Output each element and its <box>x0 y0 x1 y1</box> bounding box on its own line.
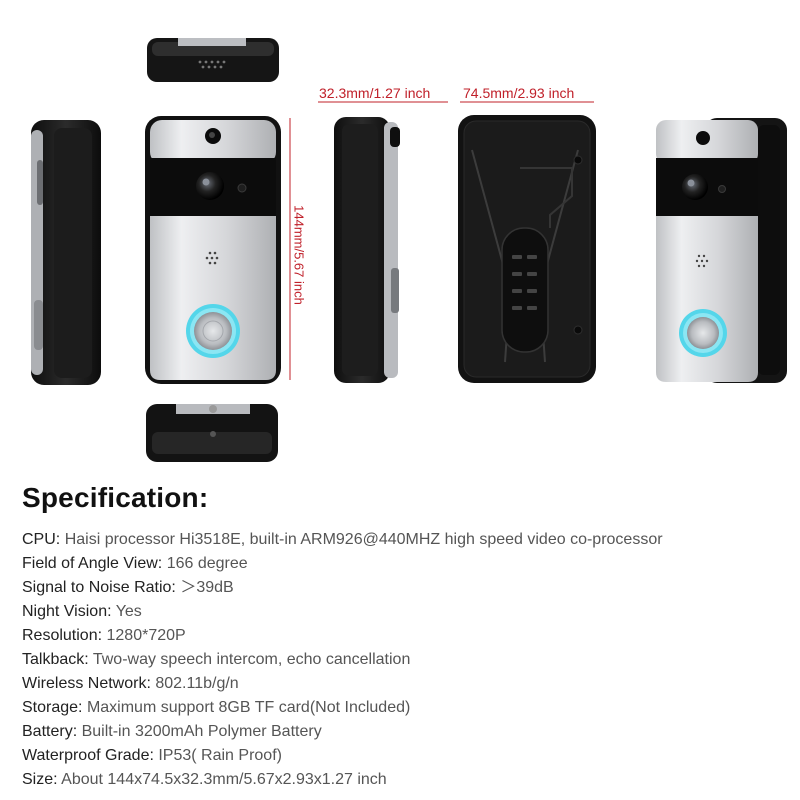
left-side-view <box>31 120 101 385</box>
spec-value: About 144x74.5x32.3mm/5.67x2.93x1.27 inc… <box>61 771 387 788</box>
spec-key: Size: <box>22 771 58 788</box>
bottom-view <box>146 404 278 462</box>
spec-key: Wireless Network: <box>22 675 151 692</box>
spec-key: Signal to Noise Ratio: <box>22 579 176 596</box>
spec-row-storage: Storage: Maximum support 8GB TF card(Not… <box>22 696 792 720</box>
doorbell-drawings <box>31 38 787 462</box>
spec-value: Haisi processor Hi3518E, built-in ARM926… <box>64 531 663 548</box>
spec-value: 166 degree <box>166 555 248 572</box>
spec-value: Built-in 3200mAh Polymer Battery <box>81 723 322 740</box>
spec-key: CPU: <box>22 531 61 548</box>
spec-row-field-of-angle: Field of Angle View: 166 degree <box>22 552 792 576</box>
spec-value: Yes <box>115 603 142 620</box>
spec-value: ＞39dB <box>180 579 234 596</box>
top-view <box>147 38 279 82</box>
specification-title: Specification: <box>22 482 209 513</box>
spec-key: Field of Angle View: <box>22 555 163 572</box>
depth-dimension-label: 32.3mm/1.27 inch <box>319 85 431 101</box>
specification-section: Specification: CPU: Haisi processor Hi35… <box>22 482 792 792</box>
spec-row-cpu: CPU: Haisi processor Hi3518E, built-in A… <box>22 528 792 552</box>
width-dimension-label: 74.5mm/2.93 inch <box>463 85 575 101</box>
spec-value: 1280*720P <box>106 627 186 644</box>
angled-view <box>656 118 787 383</box>
spec-row-battery: Battery: Built-in 3200mAh Polymer Batter… <box>22 720 792 744</box>
spec-row-talkback: Talkback: Two-way speech intercom, echo … <box>22 648 792 672</box>
spec-row-size: Size: About 144x74.5x32.3mm/5.67x2.93x1.… <box>22 768 792 792</box>
spec-key: Talkback: <box>22 651 89 668</box>
spec-value: IP53( Rain Proof) <box>158 747 282 764</box>
spec-row-wireless: Wireless Network: 802.11b/g/n <box>22 672 792 696</box>
spec-value: Maximum support 8GB TF card(Not Included… <box>86 699 411 716</box>
spec-value: 802.11b/g/n <box>155 675 239 692</box>
spec-key: Night Vision: <box>22 603 112 620</box>
spec-key: Battery: <box>22 723 78 740</box>
spec-value: Two-way speech intercom, echo cancellati… <box>92 651 411 668</box>
height-dimension-label: 144mm/5.67 inch <box>291 205 307 305</box>
right-side-view <box>334 117 400 383</box>
spec-row-waterproof: Waterproof Grade: IP53( Rain Proof) <box>22 744 792 768</box>
spec-row-night-vision: Night Vision: Yes <box>22 600 792 624</box>
spec-key: Resolution: <box>22 627 103 644</box>
spec-row-resolution: Resolution: 1280*720P <box>22 624 792 648</box>
back-view <box>458 115 596 383</box>
height-dimension-label-wrap: 144mm/5.67 inch <box>284 180 314 330</box>
spec-row-snr: Signal to Noise Ratio: ＞39dB <box>22 576 792 600</box>
product-views: 32.3mm/1.27 inch 74.5mm/2.93 inch 144mm/… <box>31 38 787 462</box>
front-view <box>145 116 281 384</box>
spec-key: Waterproof Grade: <box>22 747 154 764</box>
spec-key: Storage: <box>22 699 83 716</box>
